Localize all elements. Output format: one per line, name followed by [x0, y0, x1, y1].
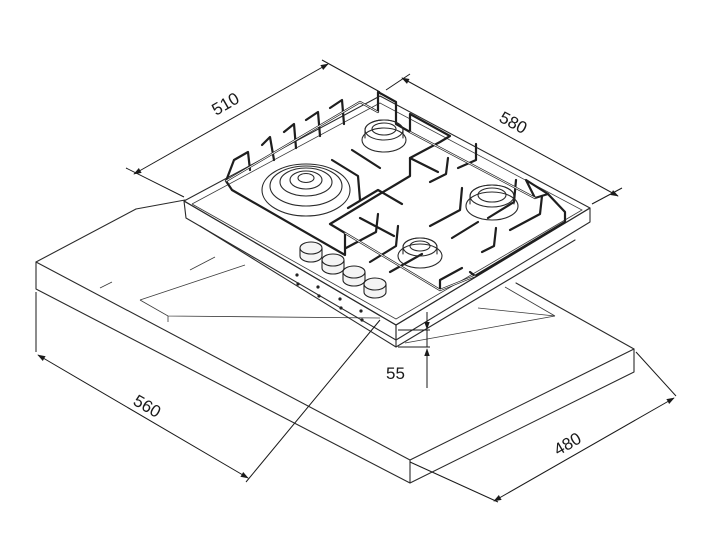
- burner-rear: [361, 119, 407, 153]
- knob-1: [299, 241, 323, 263]
- knob-4: [363, 277, 387, 299]
- dimension-label-560: 560: [130, 391, 164, 422]
- control-knobs: [299, 241, 387, 299]
- knob-2: [321, 253, 345, 275]
- dimension-55: 55: [386, 312, 430, 388]
- burner-front: [397, 237, 443, 269]
- dimension-label-580: 580: [496, 108, 530, 138]
- knob-3: [342, 265, 366, 287]
- dimension-label-480: 480: [551, 429, 585, 460]
- dimension-label-55: 55: [386, 364, 405, 383]
- worktop-slab: [35, 151, 635, 484]
- knob-holes: [295, 273, 364, 322]
- cutout-outline: [99, 256, 556, 344]
